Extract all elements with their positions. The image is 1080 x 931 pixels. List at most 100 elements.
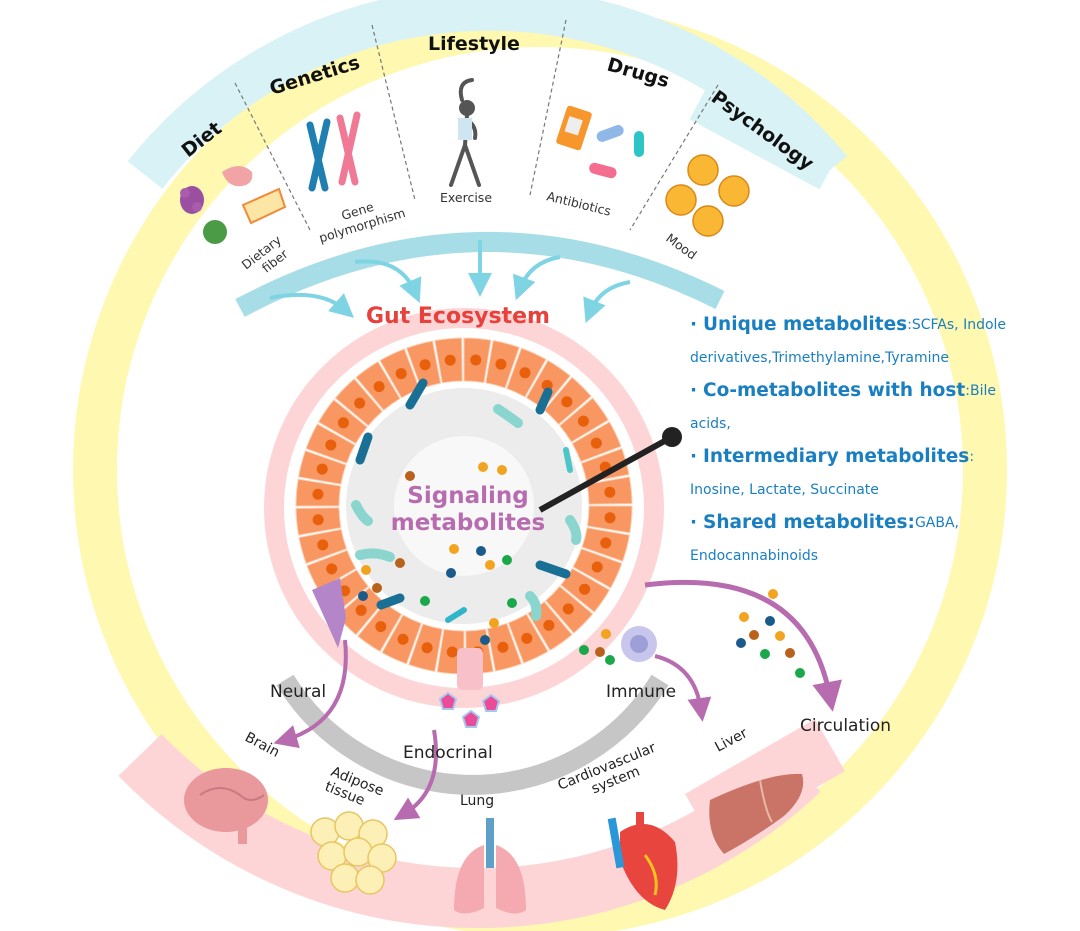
cell-nucleus: [397, 633, 409, 645]
cell-nucleus: [561, 396, 573, 408]
hormone-icons: [438, 691, 501, 728]
metabolite-dot: [749, 630, 759, 640]
mood-faces-icon: [665, 154, 750, 237]
legend-text: GABA,: [914, 514, 960, 531]
cell-nucleus: [419, 359, 431, 371]
pathway-endocrinal: Endocrinal: [403, 743, 493, 763]
metabolite-dot: [449, 544, 459, 554]
legend-bullet: ·: [690, 446, 698, 467]
legend-text-continued: acids,: [690, 415, 731, 432]
divider: [371, 24, 416, 201]
factor-category-lifestyle: Lifestyle: [428, 33, 520, 55]
factor-band-right: [689, 80, 841, 190]
divider: [529, 19, 567, 196]
immune-cell-icon: [621, 626, 657, 662]
cell-nucleus: [579, 583, 591, 595]
metabolite-dot: [478, 462, 488, 472]
legend-heading: Co-metabolites with host: [703, 380, 966, 401]
exercise-shirt: [458, 118, 472, 140]
legend-heading: Shared metabolites:: [703, 512, 915, 533]
metabolite-dot: [775, 631, 785, 641]
cell-nucleus: [495, 358, 507, 370]
metabolite-dot: [446, 568, 456, 578]
cell-nucleus: [421, 642, 433, 654]
metabolite-dot: [785, 648, 795, 658]
pathway-circulation: Circulation: [800, 716, 891, 736]
organ-label-brain: Brain: [242, 729, 282, 760]
pointer-line: [538, 435, 672, 513]
influence-arrow: [354, 259, 422, 304]
signaling-metabolites-label: Signaling: [407, 483, 528, 509]
cell-nucleus: [312, 488, 324, 500]
cell-nucleus: [470, 354, 482, 366]
enteroendocrine-cell-icon: [457, 648, 483, 690]
organ-label-liver: Liver: [712, 725, 750, 755]
factor-item-mood: Mood: [663, 230, 699, 262]
metabolite-dot: [507, 598, 517, 608]
divider: [629, 84, 719, 231]
neural-arrow: [273, 639, 348, 749]
cell-nucleus: [375, 621, 387, 633]
legend-separator: :: [965, 382, 970, 399]
metabolite-dot: [480, 635, 490, 645]
factor-item-exercise: Exercise: [440, 190, 492, 205]
legend-bullet: ·: [690, 314, 698, 335]
gut-ring: [264, 308, 664, 708]
metabolite-dot: [579, 645, 589, 655]
chromosome-icon: [306, 111, 361, 192]
cell-nucleus: [590, 437, 602, 449]
metabolite-dot: [358, 591, 368, 601]
cell-nucleus: [521, 632, 533, 644]
factor-item-antibiotics: Antibiotics: [545, 188, 612, 218]
liver-icon: [709, 773, 804, 854]
endocrinal-arrow: [393, 729, 438, 821]
influence-arrow: [583, 280, 631, 324]
cell-nucleus: [395, 368, 407, 380]
cell-nucleus: [373, 381, 385, 393]
legend-bullet: ·: [690, 512, 698, 533]
metabolite-dot: [497, 465, 507, 475]
cell-nucleus: [326, 563, 338, 575]
metabolite-dots: [358, 462, 805, 678]
legend-text: Bile: [969, 382, 996, 399]
cell-nucleus: [317, 539, 329, 551]
cell-nucleus: [604, 512, 616, 524]
cell-nucleus: [337, 417, 349, 429]
metabolite-dot: [795, 668, 805, 678]
pill-bottle-icon: [556, 105, 644, 179]
legend-bullet: ·: [690, 380, 698, 401]
cell-nucleus: [497, 641, 509, 653]
metabolite-dot: [760, 649, 770, 659]
immune-arrow: [654, 654, 712, 722]
metabolite-dot: [476, 546, 486, 556]
brain-icon: [184, 768, 268, 844]
circulation-arrow: [644, 579, 842, 712]
metabolite-dot: [361, 565, 371, 575]
cell-nucleus: [312, 514, 324, 526]
cell-nucleus: [355, 604, 367, 616]
metabolite-dot: [605, 655, 615, 665]
heart-icon: [607, 812, 678, 910]
metabolite-dot: [420, 596, 430, 606]
metabolite-dot: [502, 555, 512, 565]
metabolite-dot: [372, 583, 382, 593]
cell-nucleus: [600, 537, 612, 549]
influence-arrow: [269, 292, 355, 318]
legend-text: SCFAs, Indole: [911, 316, 1007, 333]
metabolite-dot: [485, 560, 495, 570]
influence-arrow: [512, 255, 561, 301]
cell-nucleus: [444, 354, 456, 366]
cell-nucleus: [562, 603, 574, 615]
cell-nucleus: [325, 439, 337, 451]
metabolite-dot: [405, 471, 415, 481]
legend-separator: :: [969, 448, 975, 465]
metabolite-dot: [595, 647, 605, 657]
cell-nucleus: [591, 561, 603, 573]
lung-icon: [454, 818, 526, 914]
pathway-neural: Neural: [270, 682, 326, 702]
metabolite-dot: [765, 616, 775, 626]
bacteria: [351, 378, 582, 623]
legend-text-continued: derivatives,Trimethylamine,Tyramine: [690, 349, 950, 366]
